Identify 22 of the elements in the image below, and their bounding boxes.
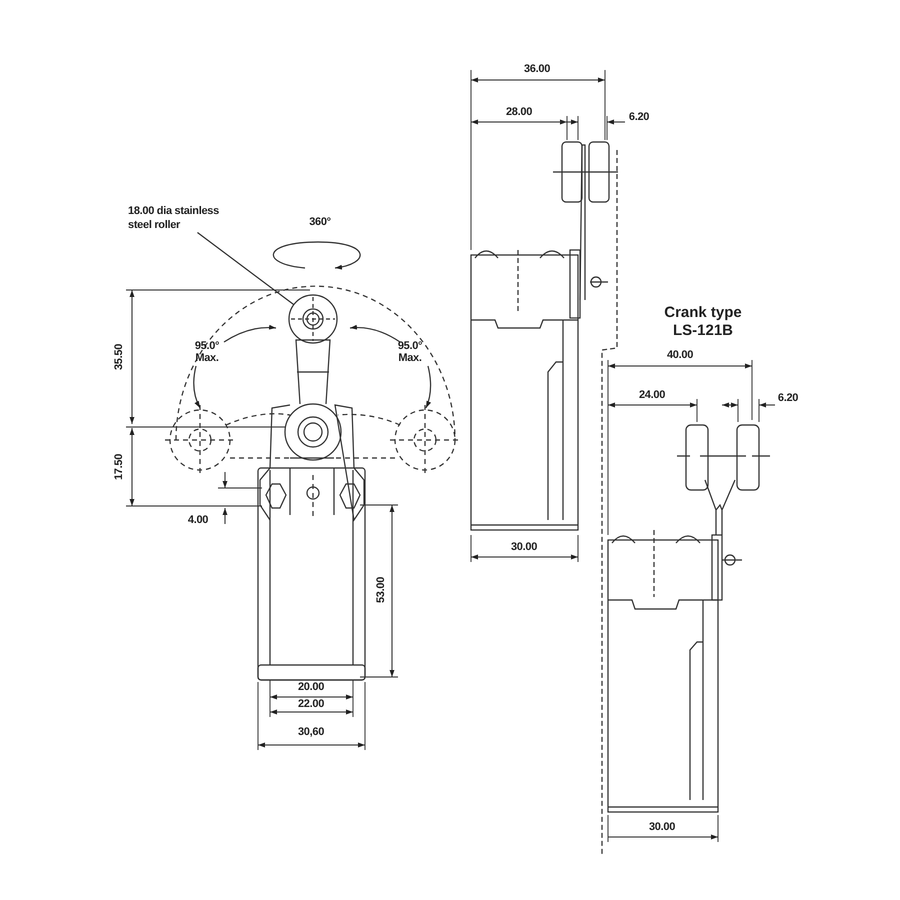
- dimension-label: 22.00: [298, 698, 324, 710]
- dimension-label: 17.50: [112, 454, 126, 480]
- angle-label: 95.0° Max.: [194, 340, 220, 364]
- dimension-label: 30,60: [298, 726, 324, 738]
- dimension-label: 53.00: [374, 576, 388, 604]
- leader-line: [197, 232, 294, 306]
- dimension-label: 6.20: [628, 110, 650, 124]
- view-title: Crank type LS-121B: [663, 304, 743, 340]
- dimension-label: 28.00: [506, 106, 532, 118]
- dimension-label: 30.00: [510, 540, 538, 554]
- dimension-label: 40.00: [666, 348, 694, 362]
- roller-drawing: [288, 294, 338, 344]
- dimension-label: 35.50: [112, 344, 126, 370]
- dimension-label: 20.00: [298, 680, 324, 694]
- angle-label: 360°: [309, 216, 331, 228]
- callout-text: 18.00 dia stainless steel roller: [128, 205, 240, 232]
- dimension-label: 6.20: [778, 392, 798, 404]
- dimension-label: 24.00: [638, 388, 666, 402]
- dimension-label: 4.00: [188, 514, 208, 526]
- dimension-label: 30.00: [648, 820, 676, 834]
- angle-label: 95.0° Max.: [396, 340, 424, 364]
- dimension-label: 36.00: [524, 62, 550, 76]
